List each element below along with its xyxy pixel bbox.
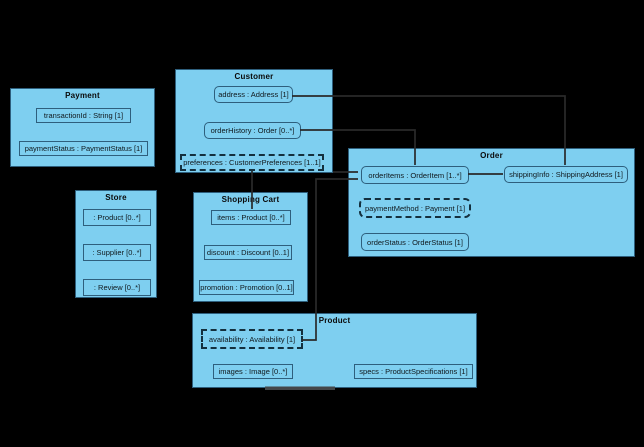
class-box-customer[interactable]: Customer address : Address [1] orderHist… xyxy=(175,69,333,173)
attribute-label: : Product [0..*] xyxy=(93,213,141,222)
attribute-label: address : Address [1] xyxy=(218,90,289,99)
attribute-transactionid[interactable]: transactionId : String [1] xyxy=(36,108,131,123)
class-box-shopping-cart[interactable]: Shopping Cart items : Product [0..*] dis… xyxy=(193,192,308,302)
class-box-product[interactable]: Product availability : Availability [1] … xyxy=(192,313,477,388)
attribute-store-supplier[interactable]: : Supplier [0..*] xyxy=(83,244,151,261)
attribute-label: promotion : Promotion [0..1] xyxy=(200,283,293,292)
attribute-label: preferences : CustomerPreferences [1..1] xyxy=(183,158,321,167)
attribute-label: paymentMethod : Payment [1] xyxy=(364,203,466,213)
attribute-label: orderStatus : OrderStatus [1] xyxy=(367,237,463,247)
class-title: Customer xyxy=(234,72,274,81)
attribute-images[interactable]: images : Image [0..*] xyxy=(213,364,293,379)
attribute-label: : Supplier [0..*] xyxy=(92,248,142,257)
attribute-orderitems[interactable]: orderItems : OrderItem [1..*] xyxy=(361,166,469,184)
class-box-payment[interactable]: Payment transactionId : String [1] payme… xyxy=(10,88,155,167)
attribute-items[interactable]: items : Product [0..*] xyxy=(211,210,291,225)
attribute-label: transactionId : String [1] xyxy=(43,111,124,120)
class-box-order[interactable]: Order orderItems : OrderItem [1..*] ship… xyxy=(348,148,635,257)
attribute-store-product[interactable]: : Product [0..*] xyxy=(83,209,151,226)
attribute-discount[interactable]: discount : Discount [0..1] xyxy=(204,245,292,260)
class-title: Store xyxy=(105,193,127,202)
attribute-label: discount : Discount [0..1] xyxy=(206,248,290,257)
attribute-label: availability : Availability [1] xyxy=(208,334,296,344)
attribute-label: orderHistory : Order [0..*] xyxy=(210,126,295,135)
class-title: Payment xyxy=(65,91,100,100)
attribute-label: images : Image [0..*] xyxy=(218,367,288,376)
attribute-label: orderItems : OrderItem [1..*] xyxy=(368,170,462,180)
attribute-orderhistory[interactable]: orderHistory : Order [0..*] xyxy=(204,122,301,139)
attribute-label: : Review [0..*] xyxy=(93,283,141,292)
attribute-paymentstatus[interactable]: paymentStatus : PaymentStatus [1] xyxy=(19,141,148,156)
attribute-shippinginfo[interactable]: shippingInfo : ShippingAddress [1] xyxy=(504,166,628,183)
attribute-label: paymentStatus : PaymentStatus [1] xyxy=(24,144,143,153)
attribute-availability[interactable]: availability : Availability [1] xyxy=(201,329,303,349)
attribute-label: specs : ProductSpecifications [1] xyxy=(359,367,468,376)
attribute-specs[interactable]: specs : ProductSpecifications [1] xyxy=(354,364,473,379)
attribute-label: items : Product [0..*] xyxy=(217,213,285,222)
attribute-store-review[interactable]: : Review [0..*] xyxy=(83,279,151,296)
attribute-preferences[interactable]: preferences : CustomerPreferences [1..1] xyxy=(180,154,324,171)
class-box-store[interactable]: Store : Product [0..*] : Supplier [0..*]… xyxy=(75,190,157,298)
attribute-promotion[interactable]: promotion : Promotion [0..1] xyxy=(199,280,294,295)
attribute-address[interactable]: address : Address [1] xyxy=(214,86,293,103)
class-title: Product xyxy=(318,316,351,325)
attribute-orderstatus[interactable]: orderStatus : OrderStatus [1] xyxy=(361,233,469,251)
class-title: Shopping Cart xyxy=(221,195,280,204)
attribute-label: shippingInfo : ShippingAddress [1] xyxy=(509,170,623,179)
attribute-paymentmethod[interactable]: paymentMethod : Payment [1] xyxy=(359,198,471,218)
class-title: Order xyxy=(480,151,503,160)
